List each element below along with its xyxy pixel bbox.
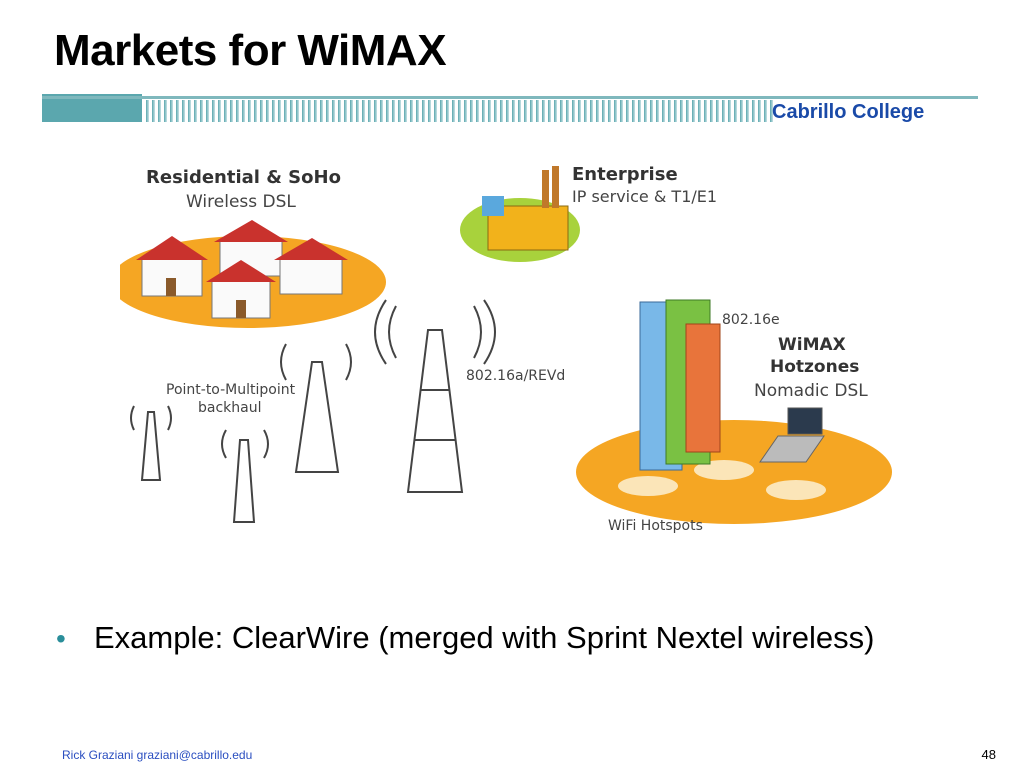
bullet-text: Example: ClearWire (merged with Sprint N… xyxy=(94,620,875,655)
residential-subtitle: Wireless DSL xyxy=(186,192,296,212)
wifi-hotspots-label: WiFi Hotspots xyxy=(608,518,703,534)
residential-zone: Residential & SoHo Wireless DSL xyxy=(120,167,386,328)
hotzones-title-line1: WiMAX xyxy=(778,335,846,355)
standard-16a-label: 802.16a/REVd xyxy=(466,368,565,384)
bullet-dot-icon: • xyxy=(56,623,66,654)
laptop-icon xyxy=(759,407,825,463)
residential-title: Residential & SoHo xyxy=(146,167,341,188)
hotzones-title-line2: Hotzones xyxy=(770,357,859,377)
slide-title: Markets for WiMAX xyxy=(54,26,447,75)
main-tower-icon xyxy=(374,299,496,493)
backhaul-label-line1: Point-to-Multipoint xyxy=(166,382,296,398)
enterprise-title: Enterprise xyxy=(572,164,678,185)
enterprise-subtitle: IP service & T1/E1 xyxy=(572,187,717,206)
footer-author: Rick Graziani graziani@cabrillo.edu xyxy=(62,748,253,762)
standard-16e-label: 802.16e xyxy=(722,312,780,328)
house-icon xyxy=(274,238,348,295)
page-number: 48 xyxy=(981,747,996,762)
backhaul-label-line2: backhaul xyxy=(198,400,262,416)
header-band xyxy=(42,94,978,122)
college-logo-text: Cabrillo College xyxy=(772,101,925,123)
hotzone: 802.16e WiMAX Hotzones Nomadic DSL WiFi … xyxy=(576,299,892,534)
tower-icon xyxy=(221,429,269,523)
house-icon xyxy=(206,260,276,319)
tower-icon xyxy=(130,405,172,481)
enterprise-zone: Enterprise IP service & T1/E1 xyxy=(460,164,717,262)
factory-icon xyxy=(482,166,569,251)
tower-icon xyxy=(280,343,352,473)
wimax-markets-diagram: Residential & SoHo Wireless DSL Enterpri… xyxy=(120,164,892,534)
skyscraper-icon xyxy=(639,299,721,471)
bullet-item: • Example: ClearWire (merged with Sprint … xyxy=(56,620,874,656)
house-icon xyxy=(136,236,208,297)
hotzones-subtitle: Nomadic DSL xyxy=(754,381,868,401)
